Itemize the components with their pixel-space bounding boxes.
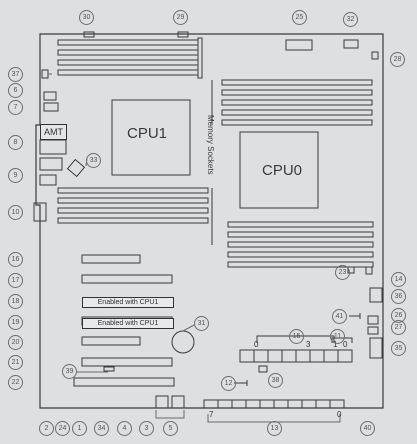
- index-3: 3: [306, 340, 311, 349]
- bottom-edge-connectors: [155, 395, 345, 409]
- callout-25: 25: [292, 10, 307, 25]
- callout-23: 23: [335, 265, 350, 280]
- callout-13: 13: [267, 421, 282, 436]
- callout-29: 29: [173, 10, 188, 25]
- callout-15: 15: [289, 329, 304, 344]
- enabled-with-cpu1-label-a: Enabled with CPU1: [82, 297, 174, 308]
- callout-30: 30: [79, 10, 94, 25]
- top-connector-25: [285, 39, 313, 51]
- callout-41: 41: [332, 309, 347, 324]
- callout-14: 14: [391, 272, 406, 287]
- memory-sockets-label: Memory Sockets: [206, 115, 215, 175]
- callout-1: 1: [72, 421, 87, 436]
- part-38: [258, 365, 268, 373]
- callout-6: 6: [8, 83, 23, 98]
- index-0-right: 0: [343, 340, 348, 349]
- callout-28: 28: [390, 52, 405, 67]
- callout-16: 16: [8, 252, 23, 267]
- callout-24: 24: [55, 421, 70, 436]
- callout-20: 20: [8, 335, 23, 350]
- callout-19: 19: [8, 315, 23, 330]
- callout-7: 7: [8, 100, 23, 115]
- enabled-with-cpu1-label-b: Enabled with CPU1: [82, 318, 174, 329]
- cpu0-label: CPU0: [262, 162, 303, 179]
- index-7: 7: [209, 410, 214, 419]
- callout-12: 12: [221, 376, 236, 391]
- amt-label: AMT: [40, 124, 67, 140]
- rear-io-connectors: [33, 69, 67, 222]
- callout-27: 27: [391, 320, 406, 335]
- callout-5: 5: [163, 421, 178, 436]
- cpu0-socket: [239, 131, 319, 209]
- callout-39: 39: [62, 364, 77, 379]
- cmos-battery: [171, 330, 195, 354]
- callout-18: 18: [8, 294, 23, 309]
- index-0-bottom: 0: [337, 410, 342, 419]
- callout-33: 33: [86, 153, 101, 168]
- chip-33: [66, 158, 86, 178]
- callout-36: 36: [391, 289, 406, 304]
- callout-4: 4: [117, 421, 132, 436]
- callout-17: 17: [8, 273, 23, 288]
- callout-37: 37: [8, 67, 23, 82]
- callout-40: 40: [360, 421, 375, 436]
- callout-10: 10: [8, 205, 23, 220]
- callout-2: 2: [39, 421, 54, 436]
- top-connector-32: [343, 39, 359, 49]
- callout-35: 35: [391, 341, 406, 356]
- index-1: 1: [333, 340, 338, 349]
- memory-slots-lower-right: [227, 221, 374, 268]
- callout-3: 3: [139, 421, 154, 436]
- callout-22: 22: [8, 375, 23, 390]
- index-0-left: 0: [254, 340, 259, 349]
- cpu1-label: CPU1: [127, 125, 168, 142]
- callout-38: 38: [268, 373, 283, 388]
- board-outline: [35, 33, 384, 409]
- cpu1-socket: [111, 99, 191, 176]
- memory-slots-upper-right: [211, 79, 373, 126]
- top-connector-28: [371, 51, 379, 60]
- callout-31: 31: [194, 316, 209, 331]
- callout-32: 32: [343, 12, 358, 27]
- memory-slots-middle-left: [57, 187, 213, 245]
- callout-8: 8: [8, 135, 23, 150]
- callout-34: 34: [94, 421, 109, 436]
- callout-9: 9: [8, 168, 23, 183]
- callout-11: 11: [330, 329, 345, 344]
- right-edge-connectors: [367, 287, 383, 359]
- leader-lines: [48, 73, 341, 423]
- callout-21: 21: [8, 355, 23, 370]
- memory-slots-top: [57, 31, 203, 79]
